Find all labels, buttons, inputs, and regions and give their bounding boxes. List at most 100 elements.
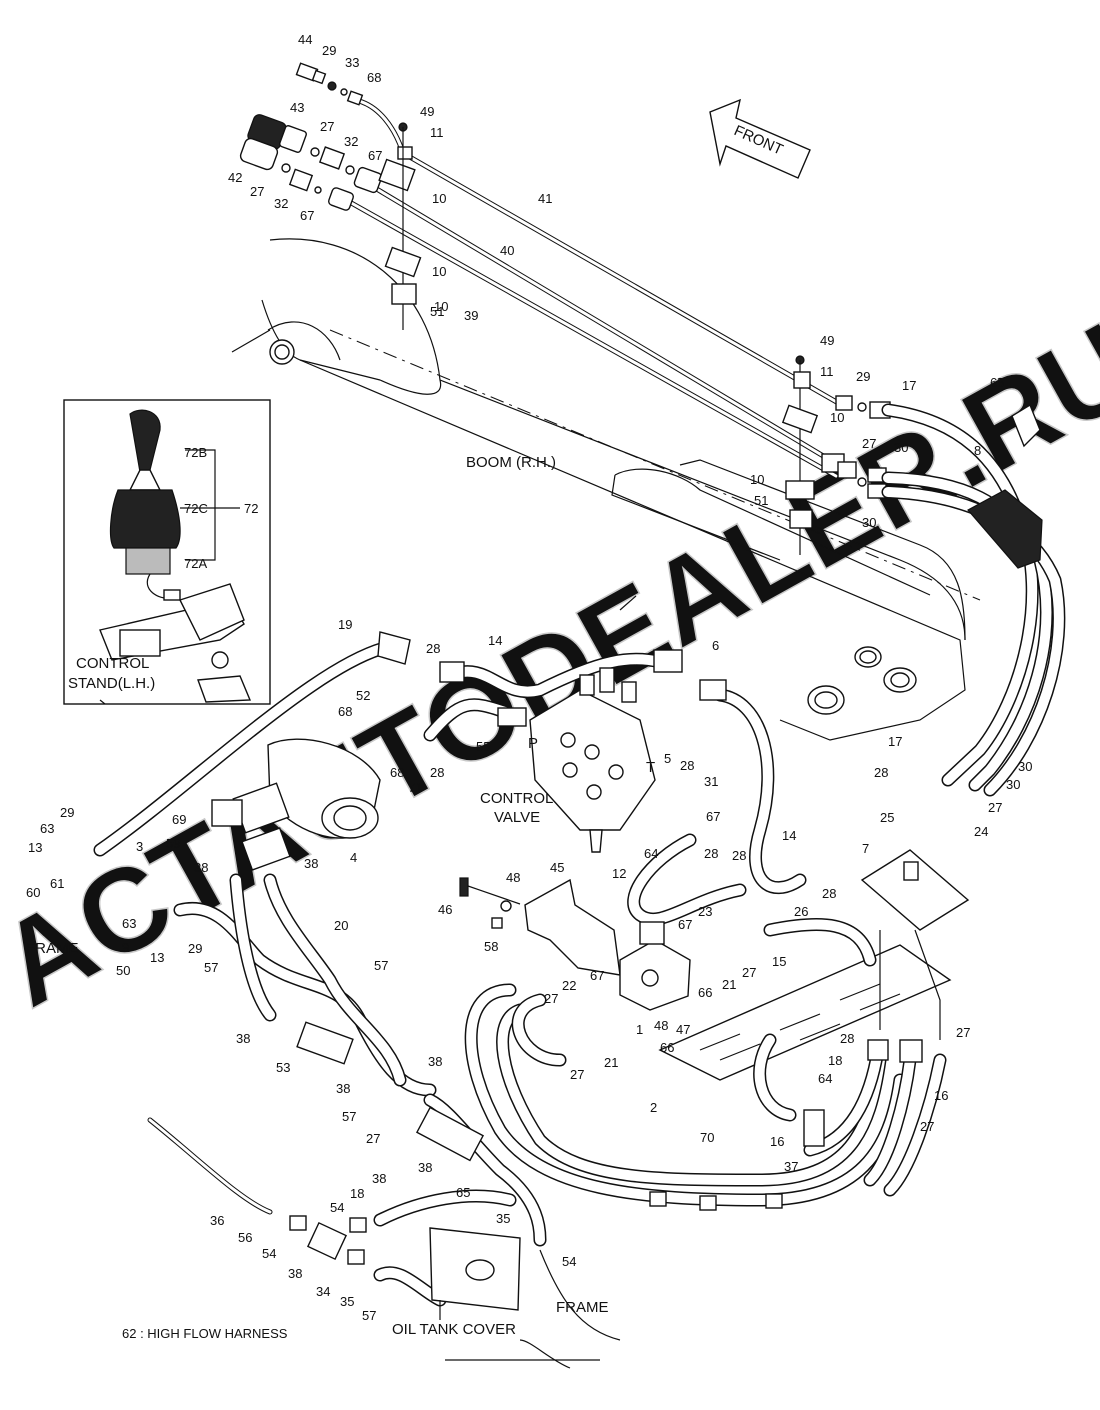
callout-number: 47 — [676, 1022, 690, 1037]
callout-number: 28 — [426, 641, 440, 656]
callout-number: 27 — [320, 119, 334, 134]
solenoid-block — [459, 877, 691, 1011]
callout-number: 35 — [496, 1211, 510, 1226]
callout-number: 57 — [342, 1109, 356, 1124]
callout-number: 7 — [862, 841, 869, 856]
callout-number: 29 — [322, 43, 336, 58]
callout-number: 54 — [562, 1254, 576, 1269]
callout-number: 59 — [166, 836, 180, 851]
callout-number: 2 — [650, 1100, 657, 1115]
callout-number: 6 — [712, 638, 719, 653]
callout-number: 35 — [340, 1294, 354, 1309]
callout-number: 28 — [704, 846, 718, 861]
callout-number: 68 — [367, 70, 381, 85]
callout-number: 32 — [274, 196, 288, 211]
callout-number: 27 — [920, 1119, 934, 1134]
callout-number: 72 — [244, 501, 258, 516]
callout-number: 64 — [818, 1071, 832, 1086]
callout-number: 64 — [644, 846, 658, 861]
callout-number: 60 — [26, 885, 40, 900]
callout-number: 57 — [362, 1308, 376, 1323]
harness-note: 62 : HIGH FLOW HARNESS — [122, 1326, 288, 1341]
port-t-label: T — [646, 759, 655, 776]
callout-number: 40 — [500, 243, 514, 258]
callout-number: 30 — [894, 440, 908, 455]
callout-number: 67 — [678, 917, 692, 932]
control-stand-label-1: CONTROL — [76, 655, 149, 672]
frame-label-bottom: FRAME — [556, 1299, 609, 1316]
callout-number: 29 — [60, 805, 74, 820]
callout-number: 38 — [336, 1081, 350, 1096]
bottom-hoses — [289, 1189, 621, 1369]
callout-number: 51 — [430, 304, 444, 319]
callout-number: 41 — [538, 191, 552, 206]
callout-number: 67 — [300, 208, 314, 223]
callout-number: 1 — [636, 1022, 643, 1037]
callout-number: 11 — [820, 364, 834, 379]
callout-number: 12 — [612, 866, 626, 881]
callout-number: 27 — [570, 1067, 584, 1082]
joystick-inset — [63, 399, 271, 705]
boom-hoses — [881, 403, 1066, 797]
callout-number: 67 — [368, 148, 382, 163]
callout-number: 61 — [50, 876, 64, 891]
callout-number: 22 — [562, 978, 576, 993]
boom-label: BOOM (R.H.) — [466, 454, 556, 471]
mid-hoses — [93, 631, 807, 926]
callout-number: 38 — [288, 1266, 302, 1281]
callout-number: 23 — [698, 904, 712, 919]
control-valve-label-2: VALVE — [494, 809, 540, 826]
callout-number: 38 — [194, 860, 208, 875]
callout-number: 33 — [345, 55, 359, 70]
callout-number: 49 — [420, 104, 434, 119]
callout-number: 70 — [700, 1130, 714, 1145]
right-lower-hoses — [753, 1033, 947, 1197]
callout-number: 48 — [506, 870, 520, 885]
callout-number: 38 — [304, 856, 318, 871]
callout-number: 57 — [374, 958, 388, 973]
callout-number: 11 — [430, 125, 444, 140]
callout-number: 14 — [488, 633, 502, 648]
callout-number: 27 — [544, 991, 558, 1006]
callout-number: 57 — [204, 960, 218, 975]
callout-number: 3 — [136, 839, 143, 854]
callout-number: 52 — [356, 688, 370, 703]
callout-number: 54 — [262, 1246, 276, 1261]
callout-number: 67 — [590, 968, 604, 983]
callout-number: 5 — [664, 751, 671, 766]
callout-number: 13 — [28, 840, 42, 855]
callout-number: 14 — [782, 828, 796, 843]
callout-number: 24 — [974, 824, 988, 839]
callout-number: 27 — [250, 184, 264, 199]
callout-number: 44 — [298, 32, 312, 47]
callout-number: 58 — [484, 939, 498, 954]
callout-number: 38 — [236, 1031, 250, 1046]
callout-number: 63 — [40, 821, 54, 836]
control-stand-label-2: STAND(L.H.) — [68, 675, 155, 692]
callout-number: 28 — [430, 765, 444, 780]
callout-number: 20 — [334, 918, 348, 933]
callout-number: 49 — [820, 333, 834, 348]
boom-body — [231, 238, 981, 741]
callout-number: 55 — [476, 739, 490, 754]
callout-number: 45 — [550, 860, 564, 875]
callout-number: 65 — [990, 375, 1004, 390]
callout-number: 67 — [706, 809, 720, 824]
callout-number: 19 — [338, 617, 352, 632]
callout-number: 46 — [438, 902, 452, 917]
callout-number: 34 — [316, 1284, 330, 1299]
callout-number: 72C — [184, 501, 208, 516]
callout-number: 13 — [150, 950, 164, 965]
callout-number: 28 — [680, 758, 694, 773]
callout-number: 17 — [902, 378, 916, 393]
callout-number: 26 — [794, 904, 808, 919]
callout-number: 30 — [1006, 777, 1020, 792]
callout-number: 27 — [742, 965, 756, 980]
callout-number: 27 — [366, 1131, 380, 1146]
right-boom-fittings — [781, 355, 891, 555]
callout-number: 28 — [732, 848, 746, 863]
callout-number: 10 — [432, 264, 446, 279]
callout-number: 16 — [770, 1134, 784, 1149]
callout-number: 36 — [210, 1213, 224, 1228]
